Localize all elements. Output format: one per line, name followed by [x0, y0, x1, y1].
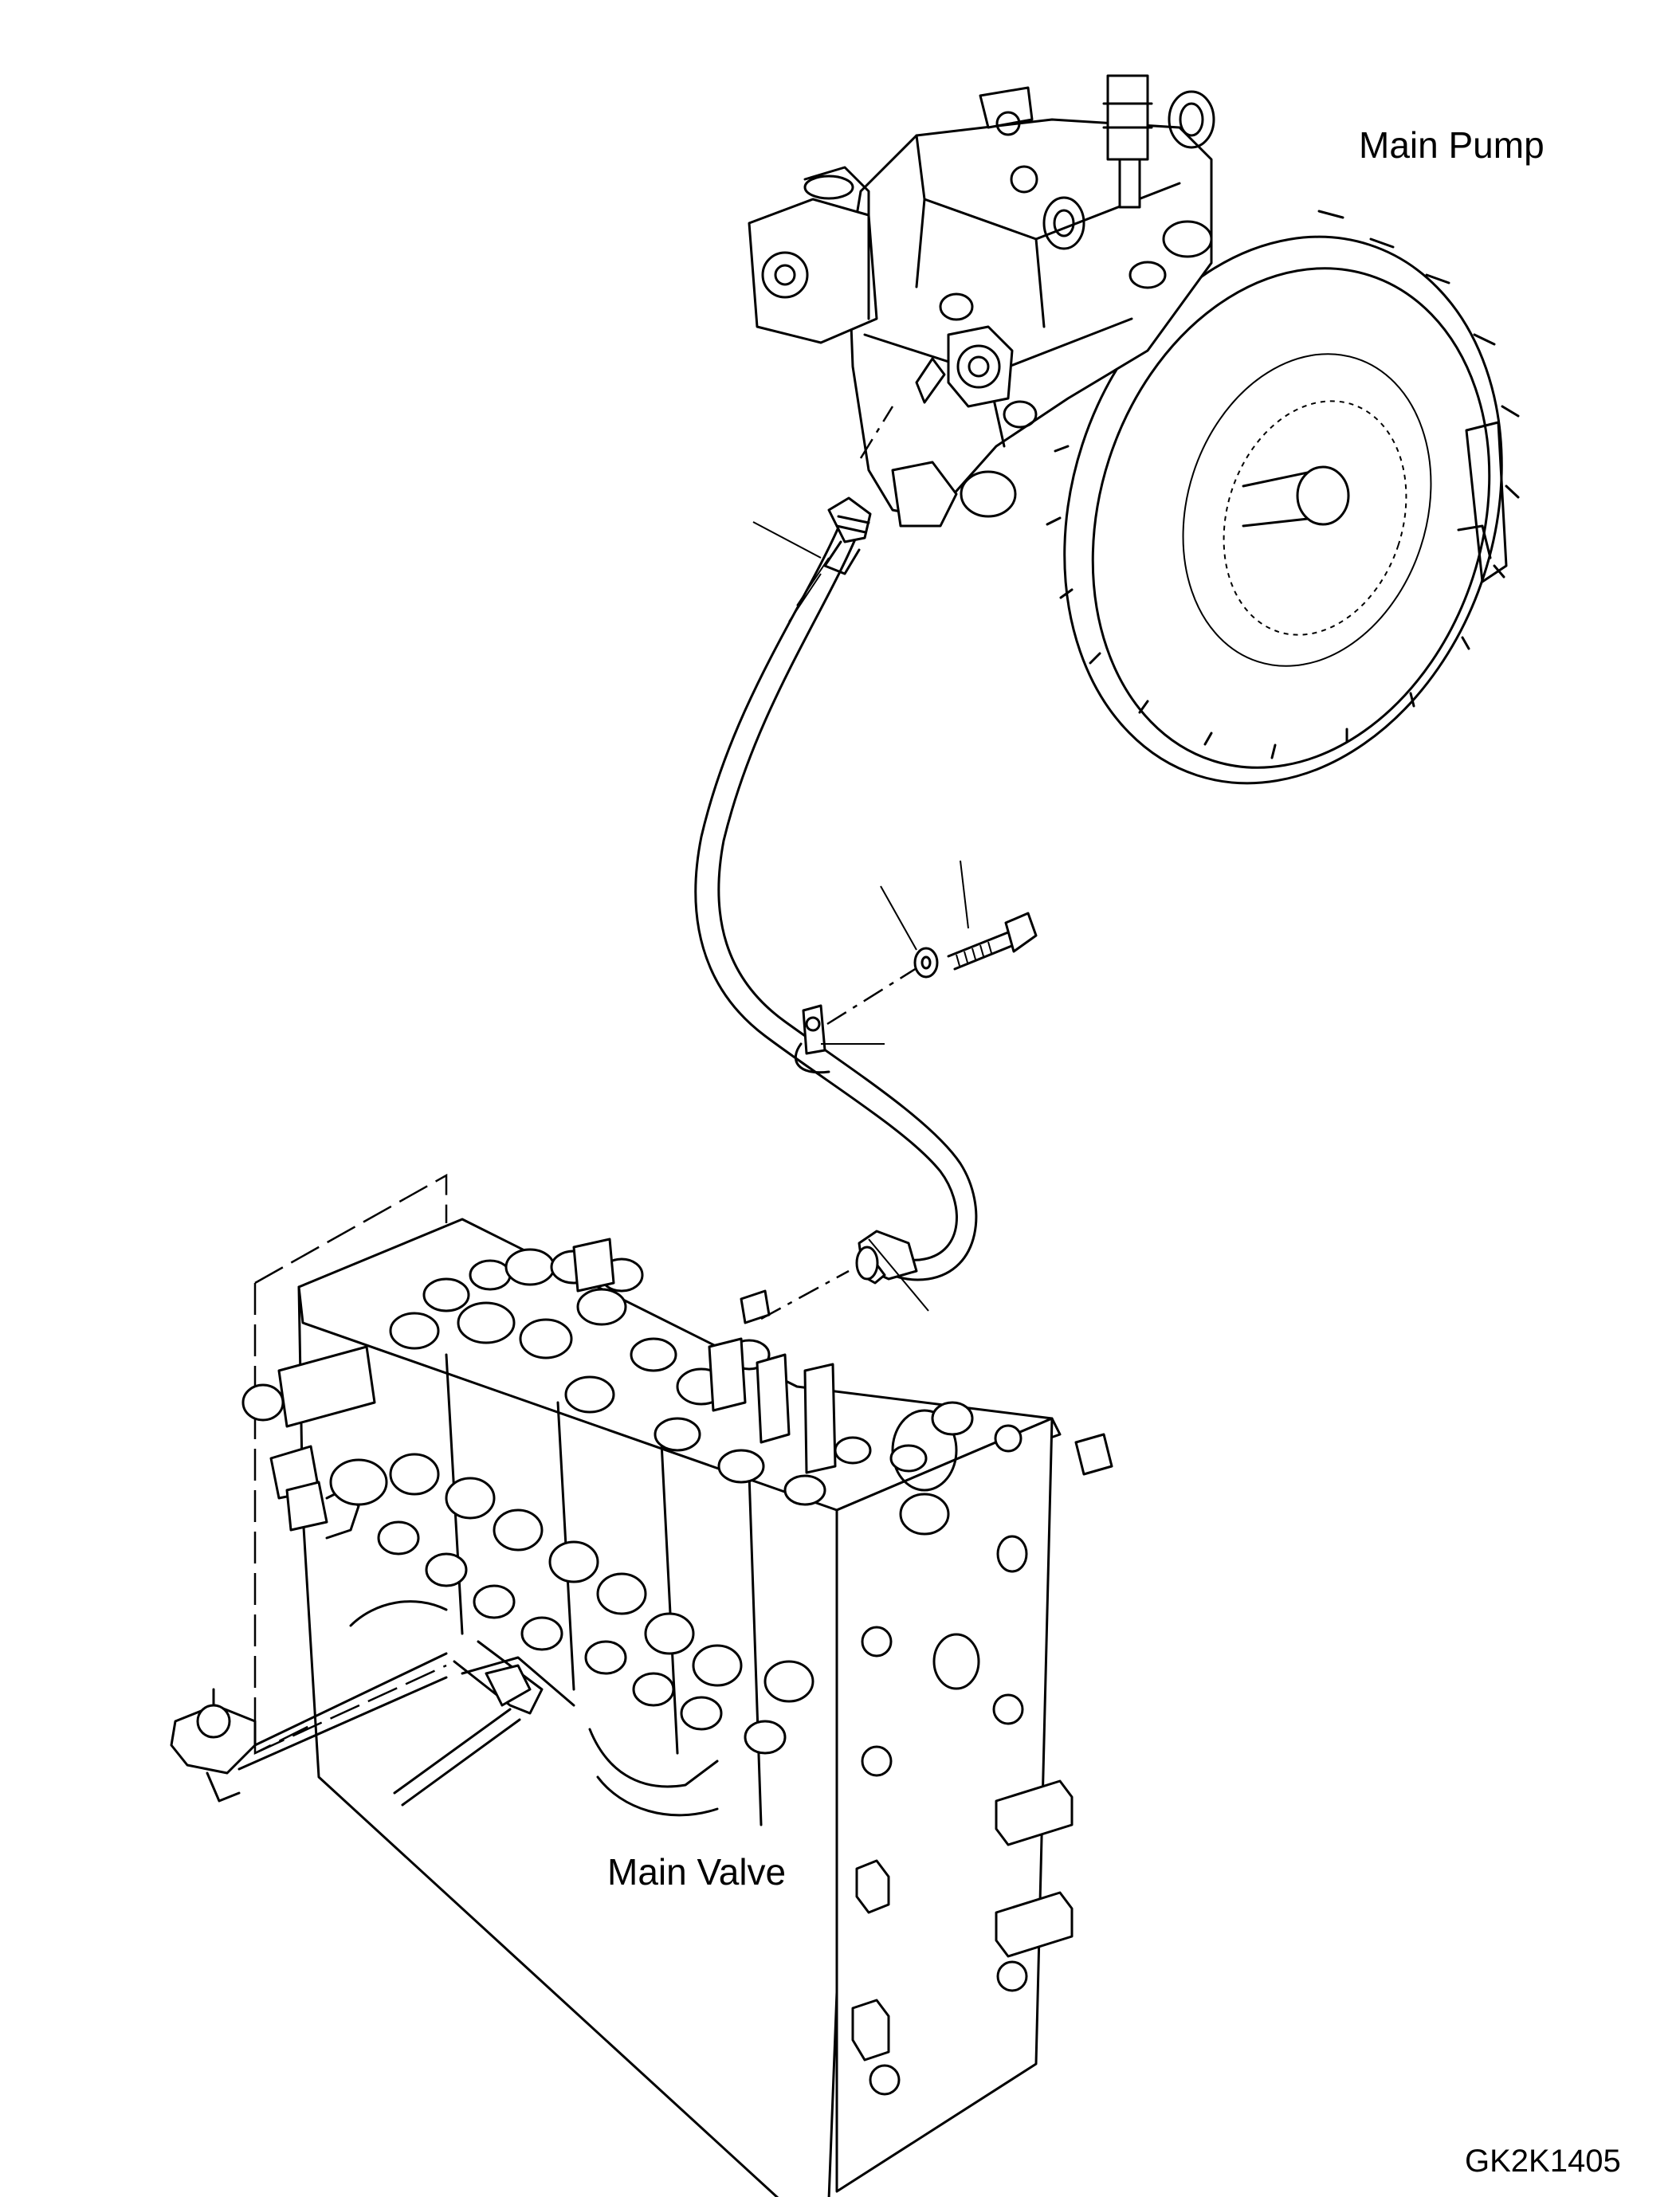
end-plate-pads [851, 1779, 1074, 2062]
pump-flange [1046, 210, 1520, 785]
end-plate-bolts [861, 1424, 1028, 2096]
main-valve-label: Main Valve [607, 1851, 787, 1893]
hose-clamp [794, 1004, 830, 1074]
washer [913, 947, 939, 979]
main-pump-assembly [748, 74, 1520, 785]
valve-side-fittings [241, 1345, 814, 1817]
main-pump-label: Main Pump [1359, 124, 1545, 166]
hose-fitting-upper [823, 496, 872, 575]
valve-top-fittings [389, 1238, 1113, 1536]
pump-body [748, 74, 1215, 528]
bolt [947, 912, 1038, 971]
mounting-foot [170, 1652, 448, 1803]
valve-lever [393, 1640, 544, 1807]
figure-code: GK2K1405 [1465, 2144, 1621, 2179]
valve-body [297, 1218, 1074, 2197]
hose-assembly [694, 406, 1038, 1320]
main-valve-assembly [170, 1173, 1113, 2197]
hose-fitting-lower [855, 1230, 918, 1285]
